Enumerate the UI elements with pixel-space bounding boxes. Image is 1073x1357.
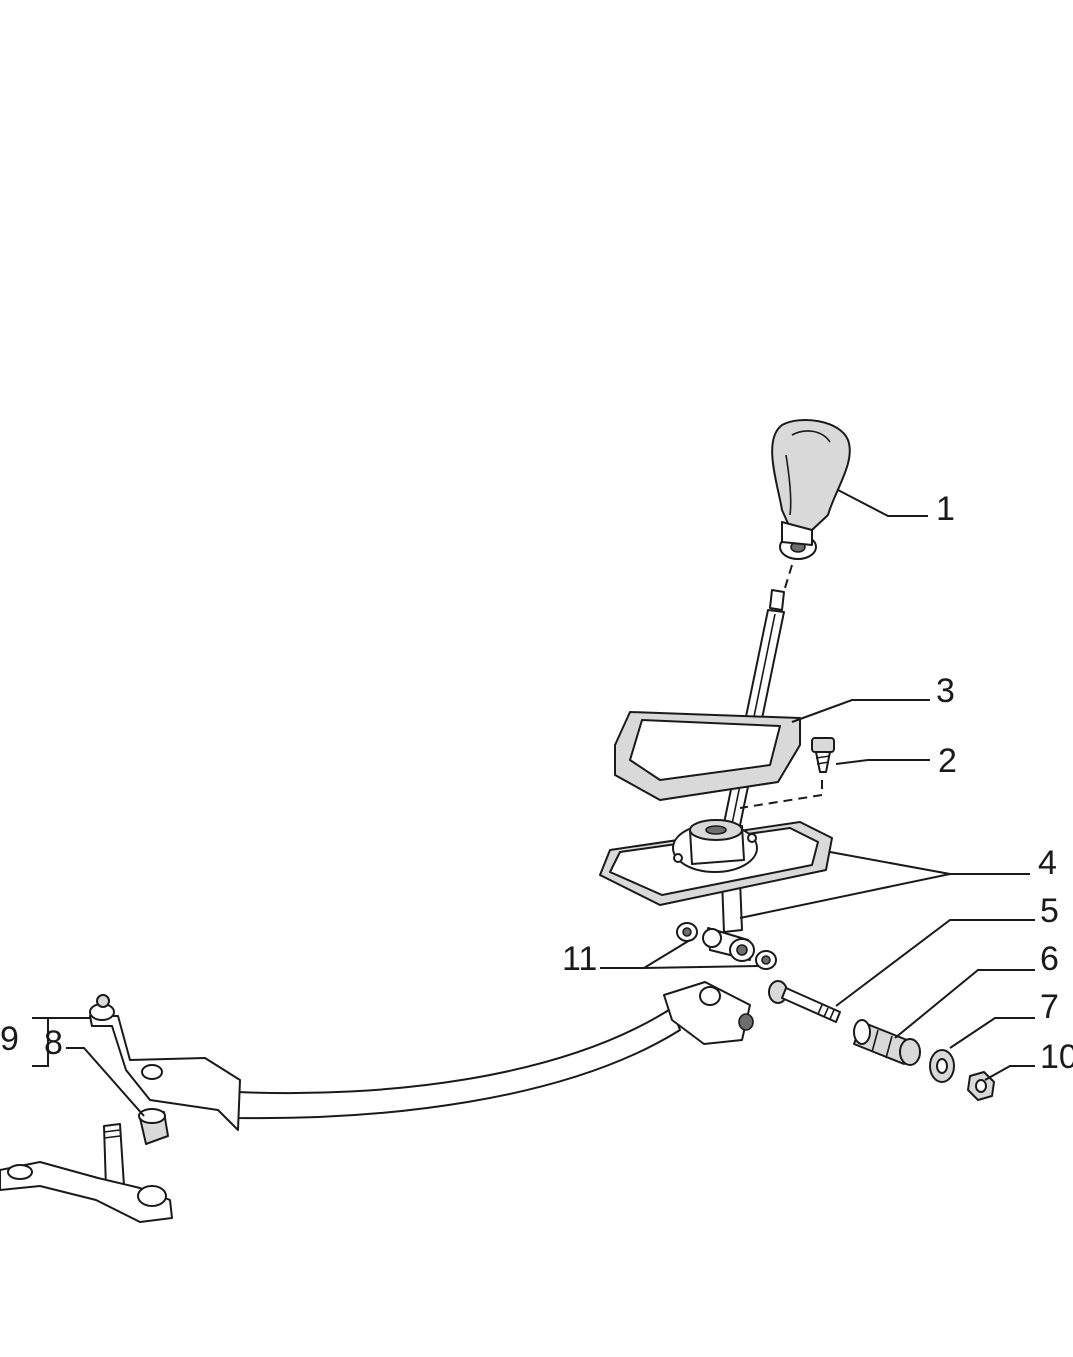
callout-10: 10 — [1040, 1038, 1073, 1076]
part-base-plate — [599, 819, 833, 906]
part-gear-knob — [771, 419, 851, 560]
part-bushing — [853, 1019, 921, 1066]
callout-11: 11 — [562, 940, 597, 978]
part-boot-frame — [614, 711, 801, 801]
part-bracket — [89, 994, 241, 1131]
callout-7: 7 — [1040, 988, 1059, 1026]
callout-9: 9 — [0, 1020, 19, 1058]
callout-labels: 1 2 3 4 5 6 7 8 9 10 11 — [0, 490, 1073, 1076]
callout-4: 4 — [1038, 844, 1057, 882]
part-bolt — [768, 980, 841, 1023]
callout-6: 6 — [1040, 940, 1059, 978]
part-bush-cap — [138, 1108, 169, 1145]
part-bushings — [676, 922, 777, 970]
part-selector-rod — [237, 981, 754, 1120]
part-screw — [811, 737, 835, 773]
callout-1: 1 — [936, 490, 955, 528]
callout-8: 8 — [44, 1024, 63, 1062]
callout-5: 5 — [1040, 892, 1059, 930]
part-washer — [929, 1049, 955, 1083]
leader-lines — [32, 489, 1035, 1117]
callout-2: 2 — [938, 742, 957, 780]
part-lower-lever — [0, 1123, 173, 1223]
callout-3: 3 — [936, 672, 955, 710]
